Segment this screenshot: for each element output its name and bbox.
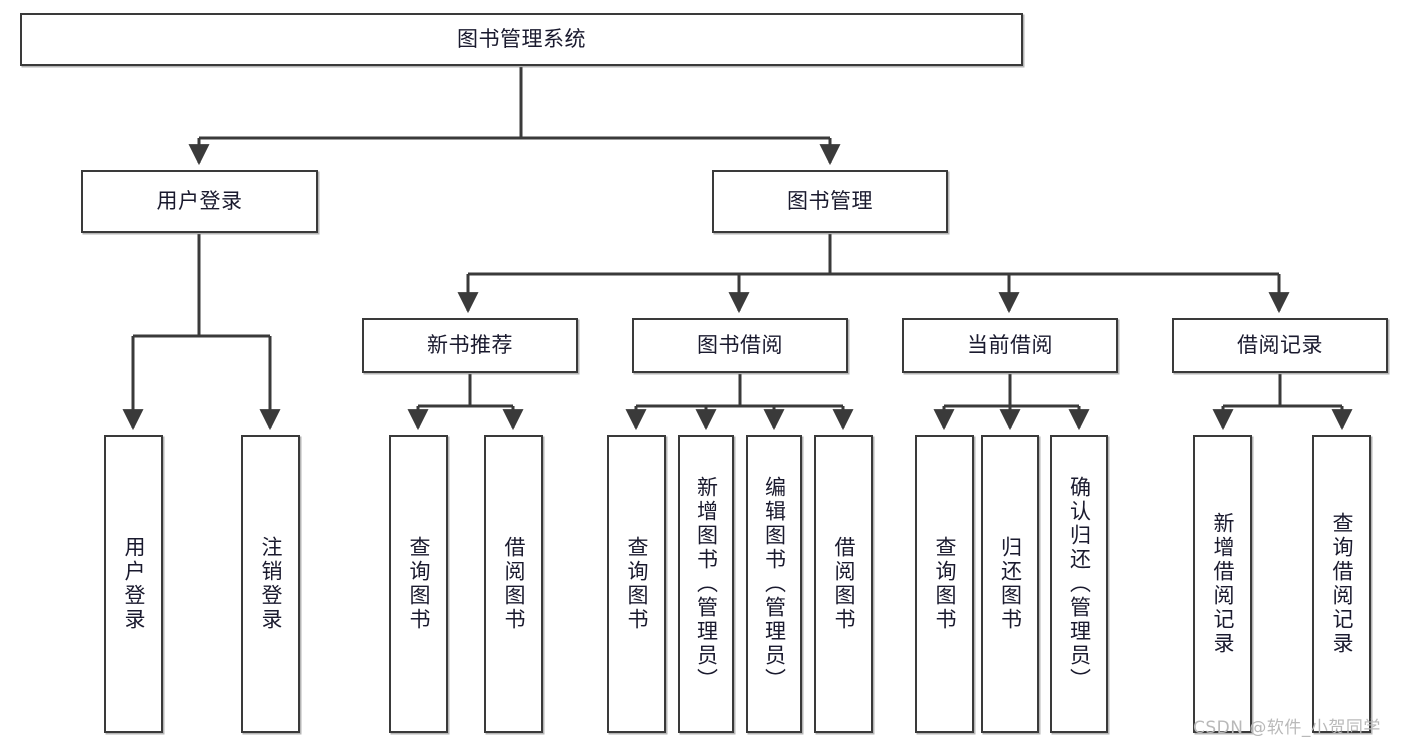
node-leaf-add-book-admin[interactable]: 新增图书（管理员）	[678, 435, 734, 733]
node-label: 确认归还（管理员）	[1067, 476, 1092, 692]
node-leaf-query-borrow-record[interactable]: 查询借阅记录	[1312, 435, 1371, 733]
node-label: 新增图书（管理员）	[694, 476, 719, 692]
node-leaf-user-login[interactable]: 用户登录	[104, 435, 163, 733]
node-leaf-query-book-1[interactable]: 查询图书	[389, 435, 448, 733]
node-leaf-add-borrow-record[interactable]: 新增借阅记录	[1193, 435, 1252, 733]
node-leaf-return-book[interactable]: 归还图书	[981, 435, 1039, 733]
node-leaf-edit-book-admin[interactable]: 编辑图书（管理员）	[746, 435, 802, 733]
node-user-login[interactable]: 用户登录	[81, 170, 318, 233]
node-label: 查询图书	[625, 536, 649, 632]
node-label: 借阅记录	[1237, 333, 1323, 358]
node-label: 用户登录	[122, 536, 146, 632]
node-book-manage[interactable]: 图书管理	[712, 170, 948, 233]
node-label: 注销登录	[259, 536, 283, 632]
node-borrow-record[interactable]: 借阅记录	[1172, 318, 1388, 373]
node-label: 编辑图书（管理员）	[762, 476, 787, 692]
node-label: 图书管理系统	[457, 27, 586, 52]
node-label: 查询图书	[407, 536, 431, 632]
node-label: 图书借阅	[697, 333, 783, 358]
node-root-system[interactable]: 图书管理系统	[20, 13, 1023, 66]
node-label: 借阅图书	[502, 536, 526, 632]
node-new-book-recommend[interactable]: 新书推荐	[362, 318, 578, 373]
node-label: 用户登录	[156, 189, 243, 214]
node-leaf-logout-login[interactable]: 注销登录	[241, 435, 300, 733]
node-label: 新增借阅记录	[1211, 512, 1235, 656]
node-leaf-query-book-2[interactable]: 查询图书	[607, 435, 666, 733]
node-leaf-confirm-return-admin[interactable]: 确认归还（管理员）	[1050, 435, 1108, 733]
node-label: 借阅图书	[832, 536, 856, 632]
node-label: 查询借阅记录	[1330, 512, 1354, 656]
node-label: 新书推荐	[427, 333, 513, 358]
node-leaf-query-book-3[interactable]: 查询图书	[915, 435, 974, 733]
node-current-borrow[interactable]: 当前借阅	[902, 318, 1118, 373]
node-label: 当前借阅	[967, 333, 1053, 358]
node-book-borrow[interactable]: 图书借阅	[632, 318, 848, 373]
node-leaf-borrow-book-2[interactable]: 借阅图书	[814, 435, 873, 733]
node-leaf-borrow-book-1[interactable]: 借阅图书	[484, 435, 543, 733]
node-label: 图书管理	[787, 189, 873, 214]
node-label: 查询图书	[933, 536, 957, 632]
node-label: 归还图书	[998, 536, 1023, 632]
